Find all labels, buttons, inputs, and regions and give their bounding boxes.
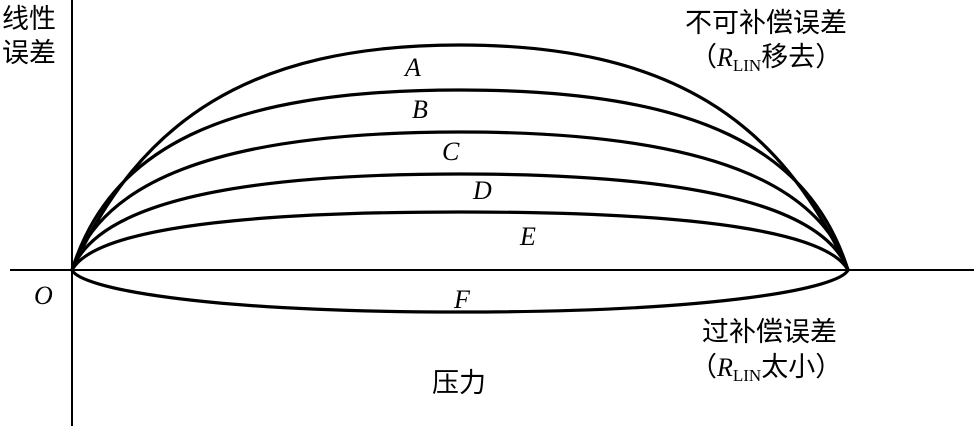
curve-label-d: D bbox=[472, 176, 492, 205]
y-axis-label-line1: 线性 bbox=[2, 4, 56, 35]
curve-f bbox=[70, 268, 850, 314]
curve-label-a: A bbox=[403, 53, 421, 82]
upper-note-title: 不可补偿误差 bbox=[685, 8, 847, 39]
upper-note-subscript: LIN bbox=[733, 56, 761, 75]
upper-note-formula: （RLIN移去） bbox=[690, 42, 842, 75]
upper-note-symbol: R bbox=[716, 43, 733, 72]
lower-note-subscript: LIN bbox=[733, 366, 761, 385]
x-axis-label: 压力 bbox=[432, 368, 486, 399]
curve-c bbox=[70, 130, 850, 272]
curve-label-f: F bbox=[453, 285, 471, 314]
curve-label-b: B bbox=[412, 95, 428, 124]
curve-b bbox=[70, 88, 850, 272]
lower-note-symbol: R bbox=[716, 353, 733, 382]
lower-note-title: 过补偿误差 bbox=[702, 317, 837, 348]
curve-e bbox=[70, 210, 850, 272]
y-axis-label-line2: 误差 bbox=[2, 38, 56, 69]
lower-note-formula: （RLIN太小） bbox=[690, 352, 842, 385]
curve-a bbox=[70, 43, 850, 272]
curve-d bbox=[70, 172, 850, 272]
curve-label-e: E bbox=[519, 222, 536, 251]
curve-label-c: C bbox=[442, 137, 460, 166]
origin-label: O bbox=[34, 281, 53, 310]
